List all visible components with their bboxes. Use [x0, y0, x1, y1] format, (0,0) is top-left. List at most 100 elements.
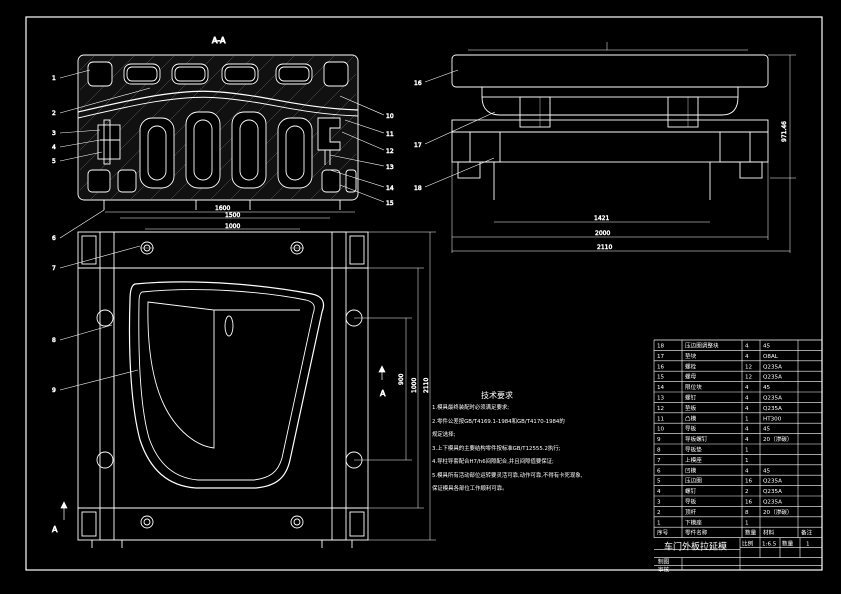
side-view-leaders: 16 17 18 [414, 69, 496, 192]
dim-2000: 2000 [595, 230, 610, 237]
bom-cell: 压边圈调整块 [685, 342, 719, 350]
bom-cell: 7 [657, 458, 661, 464]
plan-right-dimensions: 900 1000 2110 [332, 231, 436, 541]
bom-cell: 导板垫 [685, 446, 702, 454]
leader-13: 13 [386, 164, 394, 171]
tech-req-line: 3.上下模具的主要结构零件按标准GB/T12555.2执行; [432, 445, 561, 452]
tech-req-line: 4.导柱导套配合H7/h6间隙配合,并且间隙值要保证; [432, 459, 554, 465]
bom-cell: 4 [745, 396, 749, 402]
tech-req-line: 保证模具各部位工作顺利可靠。 [432, 486, 508, 492]
door-handle-recess [224, 315, 234, 337]
bom-cell: O8AL [763, 354, 779, 360]
leader-15: 15 [386, 200, 394, 207]
bom-cell: 4 [745, 354, 749, 360]
bom-header: 零件名称 [685, 529, 708, 537]
dim-1500: 1500 [225, 212, 240, 219]
bom-cell: 45 [763, 427, 771, 433]
bom-cell: Q235A [763, 500, 782, 506]
qty-label: 数量 [782, 540, 794, 548]
section-marker-bottom: A [52, 525, 58, 534]
bom-cell: 16 [745, 500, 753, 506]
section-marker-right: A [380, 389, 386, 398]
door-panel-inner [138, 289, 315, 481]
bom-cell: 螺钉 [685, 487, 697, 495]
bom-cell: 4 [657, 489, 661, 495]
bom-header: 数量 [745, 529, 757, 537]
leader-8: 8 [52, 337, 56, 344]
leader-3: 3 [52, 130, 56, 137]
bom-cell: 导板 [685, 498, 697, 506]
bom-cell: 垫块 [685, 352, 697, 360]
bom-cell: 15 [657, 375, 665, 381]
bom-cell: 螺母 [685, 373, 697, 381]
bom-cell: 限位块 [685, 383, 702, 391]
bom-cell: 4 [745, 437, 749, 443]
plan-top-dimensions: 1600 1500 1000 [105, 205, 355, 230]
tech-req-line: 5.模具所有活动部位运转要灵活可靠,动作可靠,不得有卡死现象, [432, 472, 583, 479]
bom-cell: Q235A [763, 396, 782, 402]
bom-header: 序号 [657, 529, 669, 537]
bom-cell: 12 [745, 364, 752, 370]
tech-req-line: 2.零件公差按GB/T4169.1-1984和GB/T4170-1984的 [432, 418, 565, 425]
tech-req-line: 规定选择; [432, 432, 456, 438]
technical-requirements: 技术要求 1.模具最终装配时必须满足要求; 2.零件公差按GB/T4169.1-… [432, 390, 652, 497]
leader-14: 14 [386, 185, 394, 192]
bom-cell: 1 [745, 448, 749, 454]
bom-header: 材料 [763, 529, 775, 537]
bom-cell: 压边圈 [685, 477, 702, 485]
binder-area [113, 267, 333, 509]
plan-outline [77, 231, 369, 541]
bom-cell: 4 [745, 468, 749, 474]
bom-cell: Q235A [763, 479, 782, 485]
bom-cell: 螺栓 [685, 362, 697, 370]
bom-cell: 16 [657, 364, 665, 370]
bom-cell: 45 [763, 344, 771, 350]
view-label: A-A [212, 36, 226, 45]
leaders-right: 10 11 12 13 14 15 [329, 95, 394, 207]
dim-1000-vertical: 1000 [411, 378, 418, 393]
section-view-a-a: A-A [77, 36, 359, 210]
side-view [451, 42, 769, 200]
bom-cell: 11 [657, 416, 665, 422]
dim-1421: 1421 [594, 215, 609, 222]
scale-label: 比例 [742, 540, 754, 548]
part-name: 车门外板拉延模 [664, 541, 727, 553]
bom-cell: 2 [657, 510, 661, 516]
bom-cell: 6 [657, 468, 661, 474]
side-view-dimensions: 1421 2000 2110 971.46 [451, 54, 796, 253]
leader-7: 7 [52, 265, 56, 272]
bom-cell: 45 [763, 468, 771, 474]
bom-cell: 垫板 [685, 404, 697, 412]
bom-cell: 4 [745, 427, 749, 433]
checked-label: 审核 [658, 566, 670, 574]
bom-cell: 1 [745, 416, 749, 422]
bom-cell: Q235A [763, 364, 782, 370]
tech-req-title: 技术要求 [481, 391, 513, 400]
bom-cell: 4 [745, 406, 749, 412]
bom-header: 备注 [801, 529, 813, 537]
bom-cell: 2 [745, 489, 749, 495]
bom-cell: Q235A [763, 489, 782, 495]
bom-cell: 凸模 [685, 414, 697, 422]
leader-4: 4 [52, 144, 56, 151]
bom-cell: 13 [657, 396, 665, 402]
drawn-label: 制图 [658, 558, 670, 566]
bom-cell: 导板螺钉 [685, 435, 708, 443]
dim-2110: 2110 [597, 244, 612, 251]
bom-cell: 8 [745, 510, 749, 516]
scale-value: 1:6.5 [762, 542, 777, 548]
leader-16: 16 [414, 80, 422, 87]
bom-cell: 45 [763, 385, 771, 391]
bom-cell: 8 [657, 448, 661, 454]
dim-1600: 1600 [215, 205, 230, 212]
bom-cell: 20（渗碳） [763, 508, 793, 516]
bom-cell: 1 [745, 458, 749, 464]
leader-1: 1 [52, 75, 56, 82]
door-panel-outer [128, 281, 325, 489]
plan-view [77, 231, 369, 548]
bom-cell: 12 [745, 375, 752, 381]
lower-die-shoe [451, 131, 769, 163]
leader-2: 2 [52, 110, 56, 117]
bom-cell: 14 [657, 385, 665, 391]
